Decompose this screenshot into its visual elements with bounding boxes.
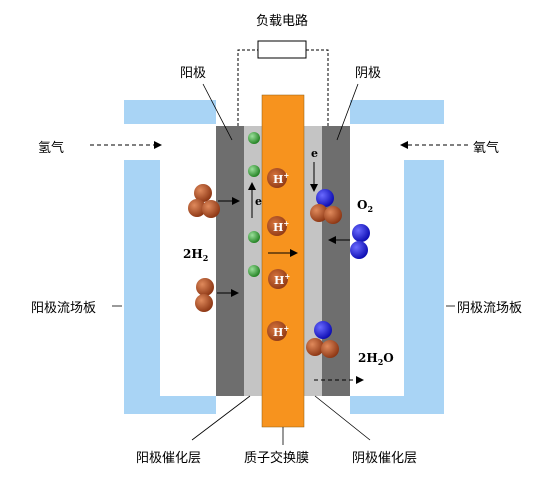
oxygen-label: 氧气 <box>473 140 499 156</box>
electron-dot-1 <box>248 132 260 144</box>
electron-label-cathode: e <box>311 147 318 160</box>
svg-text:H+: H+ <box>273 219 289 234</box>
cathode-flow-plate <box>350 100 444 414</box>
h2o-formula: 2H2O <box>358 351 394 367</box>
proton-3: H+ <box>268 269 290 289</box>
cathode-label: 阴极 <box>355 66 381 81</box>
electron-dot-4 <box>248 265 260 277</box>
o2-formula: O2 <box>357 198 373 214</box>
anode-electrode <box>216 126 244 396</box>
anode-label: 阳极 <box>180 66 206 81</box>
hydrogen-label: 氢气 <box>38 140 64 156</box>
anode-flow-plate <box>124 100 216 414</box>
oxygen-molecule-cathode <box>310 189 342 224</box>
proton-exchange-membrane <box>261 94 305 428</box>
proton-4: H+ <box>267 321 289 341</box>
cathode-catalyst-label: 阴极催化层 <box>352 451 417 466</box>
anode-catalyst-label: 阳极催化层 <box>136 451 201 466</box>
load-resistor <box>257 40 307 59</box>
anode-plate-label: 阳极流场板 <box>31 301 96 316</box>
cathode-plate-label: 阴极流场板 <box>457 301 522 316</box>
proton-2: H+ <box>267 216 289 236</box>
electron-dot-2 <box>248 165 260 177</box>
membrane-label: 质子交换膜 <box>244 450 309 466</box>
load-circuit <box>237 49 329 126</box>
electron-label-anode: e <box>255 195 262 208</box>
anode-catalyst-layer <box>244 126 262 396</box>
svg-text:H+: H+ <box>273 171 289 186</box>
electron-dot-3 <box>248 231 260 243</box>
hydrogen-molecule-1 <box>188 184 220 218</box>
proton-1: H+ <box>267 168 289 188</box>
water-molecule <box>306 321 339 358</box>
oxygen-molecule-incoming <box>350 224 370 259</box>
hydrogen-molecule-2 <box>195 278 214 312</box>
svg-text:H+: H+ <box>273 324 289 339</box>
h2-formula: 2H2 <box>183 247 208 263</box>
svg-text:H+: H+ <box>274 272 290 287</box>
load-circuit-label: 负载电路 <box>256 13 308 29</box>
